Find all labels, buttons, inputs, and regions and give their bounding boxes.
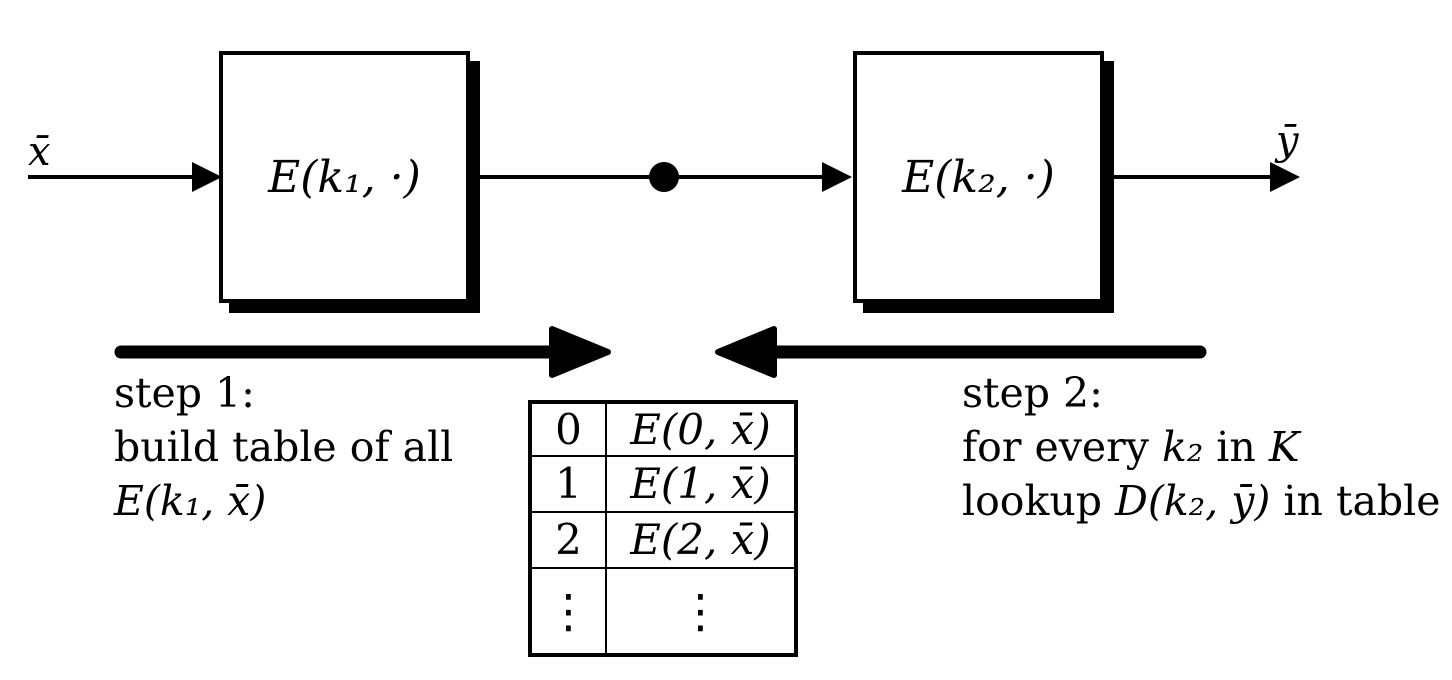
table-cell-value-1: E(1, x̄) — [607, 457, 794, 513]
encryption-box-2-label: E(k₂, ·) — [902, 151, 1055, 203]
table-cell-value-ellipsis: ⋮ — [677, 584, 724, 638]
step2-line2-key: k₂ — [1161, 423, 1204, 471]
output-label: ȳ — [1276, 120, 1299, 162]
table-cell-key-ellipsis: ⋮ — [532, 569, 607, 653]
step2-formula: lookup D(k₂, ȳ) in table — [962, 474, 1441, 528]
input-label-text: x̄ — [28, 129, 51, 175]
step2-arrow-icon — [715, 326, 1207, 378]
step1-description: build table of all — [114, 423, 454, 471]
output-arrowhead-icon — [1270, 162, 1300, 192]
encryption-box-1: E(k₁, ·) — [219, 51, 470, 303]
step2-line2-pre: for every — [962, 423, 1162, 471]
input-label: x̄ — [28, 131, 51, 173]
encryption-box-1-label: E(k₁, ·) — [268, 151, 421, 203]
step2-line3-math: D(k₂, ȳ) — [1115, 477, 1271, 525]
step1-annotation: step 1: build table of all E(k₁, x̄) — [114, 366, 453, 528]
table-cell-value-2: E(2, x̄) — [607, 513, 794, 569]
lookup-table: 0 E(0, x̄) 1 E(1, x̄) 2 E(2, x̄) ⋮ ⋮ — [528, 400, 798, 657]
step2-line3-pre: lookup — [962, 477, 1116, 525]
step2-title: step 2: — [962, 369, 1103, 417]
step1-formula: E(k₁, x̄) — [114, 474, 453, 528]
table-cell-value-0: E(0, x̄) — [607, 404, 794, 457]
step1-title: step 1: — [114, 369, 255, 417]
table-cell-key-0: 0 — [532, 404, 607, 457]
step2-line2-mid: in — [1203, 423, 1269, 471]
input-arrowhead-icon — [192, 162, 222, 192]
table-cell-key-1: 1 — [532, 457, 607, 513]
output-label-text: ȳ — [1276, 118, 1299, 164]
step1-arrow-icon — [114, 326, 611, 378]
junction-dot-icon — [649, 162, 679, 192]
step2-annotation: step 2: for every k₂ in K lookup D(k₂, ȳ… — [962, 366, 1441, 528]
step1-formula-text: E(k₁, x̄) — [114, 477, 267, 525]
step2-description: for every k₂ in K — [962, 420, 1441, 474]
encryption-box-2: E(k₂, ·) — [853, 51, 1104, 303]
table-cell-key-2: 2 — [532, 513, 607, 569]
step2-line3-post: in table — [1270, 477, 1441, 525]
step2-keyspace-symbol: K — [1268, 423, 1300, 471]
middle-arrowhead-icon — [822, 162, 852, 192]
